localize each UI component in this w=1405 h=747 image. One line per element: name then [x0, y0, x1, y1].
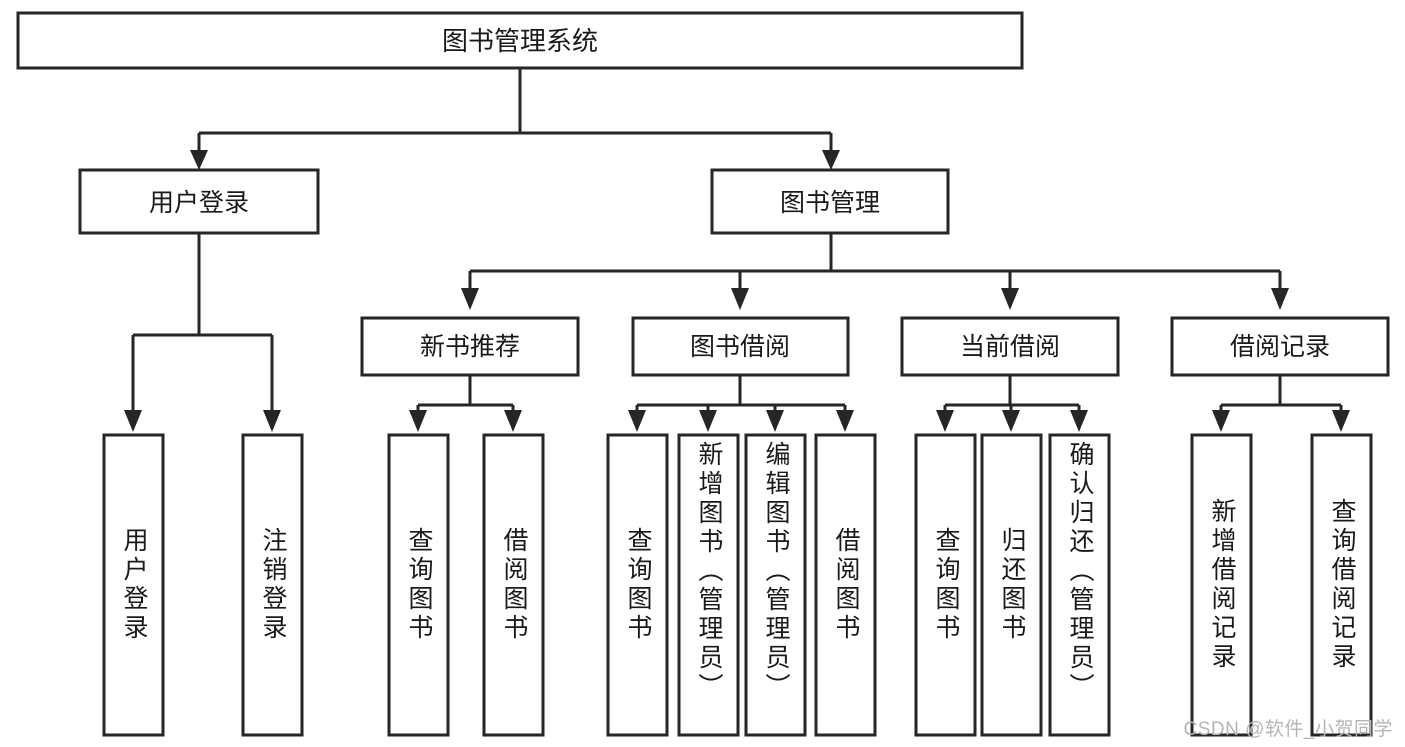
arrowhead-leaf-confirm-return — [1070, 410, 1088, 432]
node-borrow-record[interactable]: 借阅记录 — [1170, 316, 1390, 377]
leaf-confirm-return-box[interactable] — [1048, 433, 1111, 737]
arrowhead-leaf-user-login — [124, 410, 142, 432]
leaf-add-record-box[interactable] — [1190, 433, 1253, 737]
node-user-login[interactable]: 用户登录 — [78, 168, 320, 235]
leaf-borrow-book-1-box[interactable] — [482, 433, 545, 737]
connector-group-root — [190, 68, 840, 170]
node-current-borrow-label: 当前借阅 — [960, 333, 1060, 361]
node-current-borrow[interactable]: 当前借阅 — [900, 316, 1120, 377]
arrowhead-leaf-query-book-2 — [628, 410, 646, 432]
node-book-borrow-box[interactable] — [631, 316, 850, 377]
node-book-manage-box[interactable] — [710, 168, 950, 235]
leaf-add-book-box[interactable] — [677, 433, 740, 737]
connector-group-book-borrow — [628, 375, 854, 432]
connector-group-current-borrow — [936, 375, 1088, 432]
connector-group-new-book-rec — [409, 375, 522, 432]
node-root-label: 图书管理系统 — [442, 26, 598, 56]
arrowhead-leaf-query-book-3 — [936, 410, 954, 432]
arrowhead-leaf-edit-book — [766, 410, 784, 432]
leaf-query-book-2-box[interactable] — [606, 433, 669, 737]
arrowhead-leaf-query-book-1 — [409, 410, 427, 432]
leaf-borrow-book-2-box[interactable] — [814, 433, 877, 737]
arrowhead-leaf-borrow-book-2 — [836, 410, 854, 432]
node-book-borrow-label: 图书借阅 — [690, 333, 790, 361]
node-current-borrow-box[interactable] — [900, 316, 1120, 377]
leaf-logout-box[interactable] — [241, 433, 304, 737]
node-borrow-record-label: 借阅记录 — [1230, 333, 1330, 361]
arrowhead-book-manage — [822, 150, 840, 170]
arrowhead-user-login — [190, 150, 208, 170]
node-root-box[interactable] — [16, 11, 1024, 70]
arrowhead-leaf-return-book — [1002, 410, 1020, 432]
arrowhead-leaf-logout — [263, 410, 281, 432]
connector-group-book-manage — [461, 233, 1289, 310]
node-book-manage-label: 图书管理 — [780, 189, 880, 217]
leaf-boxes — [102, 433, 1373, 737]
leaf-query-record-box[interactable] — [1310, 433, 1373, 737]
node-user-login-label: 用户登录 — [149, 189, 249, 217]
node-root[interactable]: 图书管理系统 — [16, 11, 1024, 70]
leaf-query-book-1-box[interactable] — [387, 433, 450, 737]
connector-group-borrow-record — [1212, 375, 1350, 432]
leaf-query-book-3-box[interactable] — [914, 433, 977, 737]
arrowhead-new-book-rec — [461, 288, 479, 310]
arrowhead-book-borrow — [731, 288, 749, 310]
leaf-user-login-box[interactable] — [102, 433, 165, 737]
csdn-watermark: CSDN @软件_小贺同学 — [1183, 719, 1393, 740]
node-user-login-box[interactable] — [78, 168, 320, 235]
arrowhead-leaf-add-book — [699, 410, 717, 432]
arrowhead-borrow-record — [1271, 288, 1289, 310]
arrowhead-current-borrow — [1001, 288, 1019, 310]
arrowhead-leaf-add-record — [1212, 410, 1230, 432]
leaf-return-book-box[interactable] — [980, 433, 1043, 737]
arrowhead-leaf-query-record — [1332, 410, 1350, 432]
node-new-book-rec[interactable]: 新书推荐 — [360, 316, 580, 377]
arrowhead-leaf-borrow-book-1 — [504, 410, 522, 432]
leaf-edit-book-box[interactable] — [744, 433, 807, 737]
node-new-book-rec-label: 新书推荐 — [420, 333, 520, 361]
connector-group-user-login — [124, 233, 281, 432]
node-book-manage[interactable]: 图书管理 — [710, 168, 950, 235]
node-borrow-record-box[interactable] — [1170, 316, 1390, 377]
node-new-book-rec-box[interactable] — [360, 316, 580, 377]
node-book-borrow[interactable]: 图书借阅 — [631, 316, 850, 377]
